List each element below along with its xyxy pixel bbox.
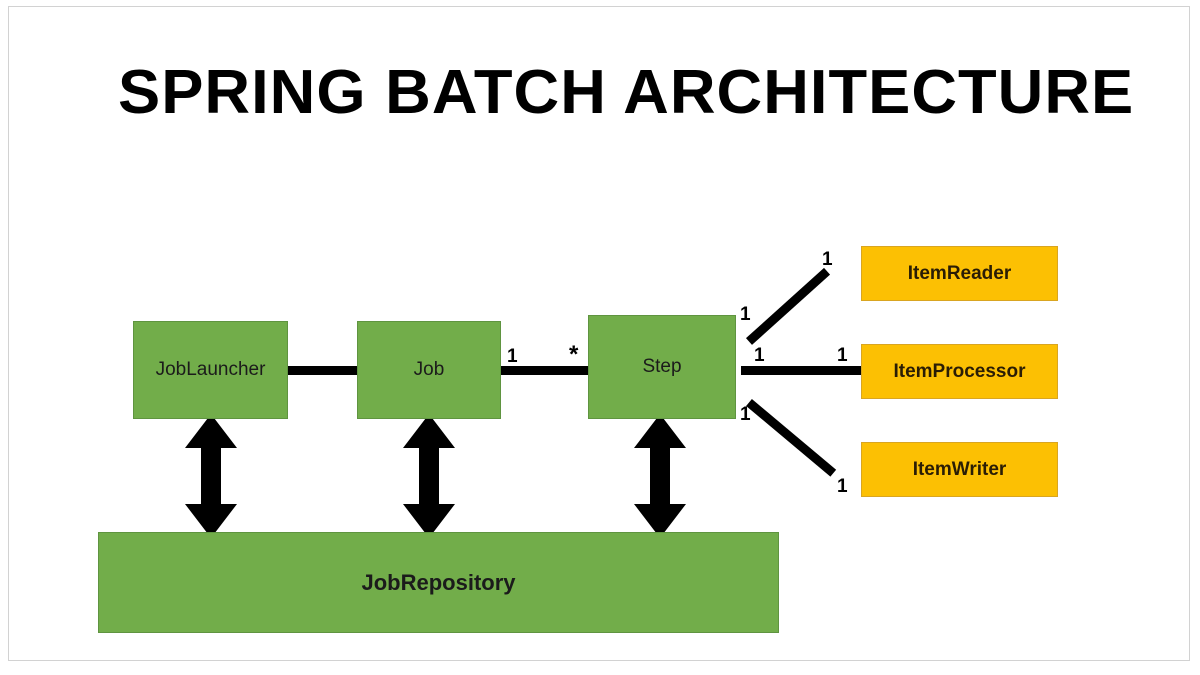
cardinality-job-step-source: 1	[507, 346, 518, 367]
connector-step-itemprocessor	[741, 366, 865, 375]
node-joblauncher-label: JobLauncher	[155, 359, 266, 380]
node-step[interactable]: Step	[588, 315, 736, 419]
node-itemreader-label: ItemReader	[907, 262, 1012, 284]
cardinality-step-itemreader-source: 1	[740, 304, 751, 325]
node-itemwriter[interactable]: ItemWriter	[861, 442, 1058, 497]
connector-joblauncher-job	[282, 366, 362, 375]
node-itemwriter-label: ItemWriter	[912, 458, 1007, 480]
cardinality-job-step-target: *	[569, 341, 579, 368]
cardinality-step-itemprocessor-source: 1	[754, 345, 765, 366]
arrow-joblauncher-jobrepository	[185, 414, 237, 538]
node-step-label: Step	[642, 356, 682, 377]
node-itemreader[interactable]: ItemReader	[861, 246, 1058, 301]
node-jobrepository-label: JobRepository	[361, 569, 516, 595]
connector-job-step	[495, 366, 593, 375]
cardinality-step-itemwriter-target: 1	[837, 476, 848, 497]
node-job-label: Job	[413, 359, 445, 380]
arrow-step-jobrepository	[634, 414, 686, 538]
page-title: SPRING BATCH ARCHITECTURE	[118, 58, 1135, 127]
cardinality-step-itemprocessor-target: 1	[837, 345, 848, 366]
arrow-job-jobrepository	[403, 414, 455, 538]
node-joblauncher[interactable]: JobLauncher	[133, 321, 288, 419]
cardinality-step-itemwriter-source: 1	[740, 404, 751, 425]
node-job[interactable]: Job	[357, 321, 501, 419]
node-jobrepository[interactable]: JobRepository	[98, 532, 779, 633]
cardinality-step-itemreader-target: 1	[822, 249, 833, 270]
node-itemprocessor-label: ItemProcessor	[893, 360, 1026, 382]
node-itemprocessor[interactable]: ItemProcessor	[861, 344, 1058, 399]
